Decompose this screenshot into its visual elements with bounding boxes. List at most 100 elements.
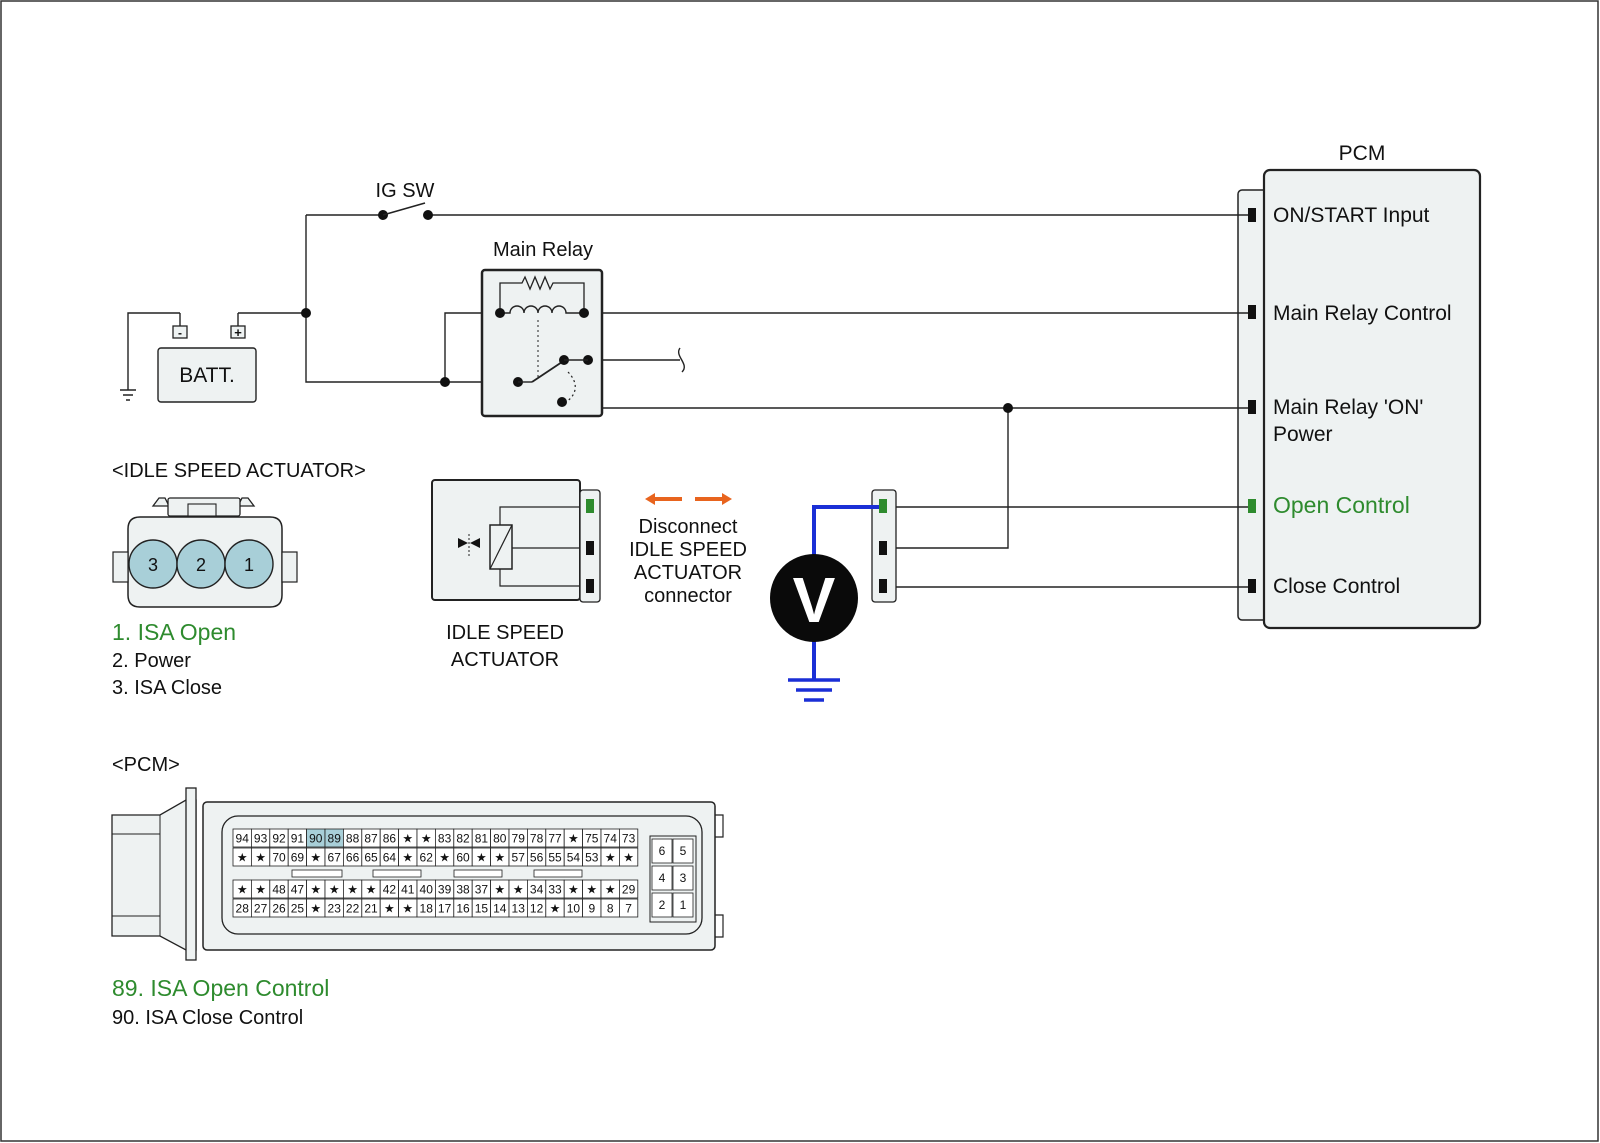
voltmeter: V bbox=[770, 505, 879, 702]
battery-minus-terminal bbox=[172, 325, 188, 339]
pcm-pin-label: 66 bbox=[346, 851, 360, 865]
pcm-pin-label: ★ bbox=[513, 883, 524, 897]
pin-label-power: Power bbox=[1273, 423, 1333, 446]
ig-switch: IG SW bbox=[376, 180, 435, 220]
ground-symbol bbox=[120, 389, 136, 401]
pcm-pin-label: 39 bbox=[438, 883, 452, 897]
pcm-pin-label: ★ bbox=[568, 883, 579, 897]
harness-pin bbox=[879, 541, 887, 555]
switch-contact bbox=[423, 210, 433, 220]
pcm-pin-label: ★ bbox=[605, 883, 616, 897]
pcm-pin-label: 77 bbox=[548, 832, 562, 846]
probe-ground-icon bbox=[788, 678, 840, 702]
pcm-pin-label: 28 bbox=[236, 902, 250, 916]
pcm-pin-label: 53 bbox=[585, 851, 599, 865]
pin-terminal bbox=[1248, 305, 1256, 319]
pin-label-open-control: Open Control bbox=[1273, 492, 1410, 518]
pcm-small-pin-label: 4 bbox=[659, 871, 666, 885]
voltmeter-symbol: V bbox=[793, 564, 836, 636]
pcm-pin-label: ★ bbox=[310, 883, 321, 897]
pcm-connector-title: <PCM> bbox=[112, 754, 180, 776]
pcm-pin-label: 10 bbox=[567, 902, 581, 916]
isa-side-rib bbox=[112, 551, 129, 583]
pcm-pin-label: 38 bbox=[456, 883, 470, 897]
isa-component-label-1: IDLE SPEED bbox=[446, 622, 564, 644]
isa-side-rib bbox=[281, 551, 298, 583]
pcm-pin-label: 7 bbox=[625, 902, 632, 916]
pcm-pin-label: ★ bbox=[237, 883, 248, 897]
pcm-pin-label: ★ bbox=[329, 883, 340, 897]
pcm-pin-cell bbox=[619, 828, 639, 848]
pcm-body bbox=[1262, 168, 1482, 630]
pcm-pin-label: 74 bbox=[604, 832, 618, 846]
pcm-pin-label: ★ bbox=[310, 902, 321, 916]
pcm-small-pin-cell bbox=[651, 865, 673, 891]
junction-dots bbox=[301, 308, 1013, 413]
pcm-pin-label: 41 bbox=[401, 883, 415, 897]
disconnect-note-1: Disconnect bbox=[639, 516, 738, 538]
pcm-pin-label: 89 bbox=[328, 832, 342, 846]
disconnect-indicator: Disconnect IDLE SPEED ACTUATOR connector bbox=[629, 493, 747, 607]
ig-sw-label: IG SW bbox=[376, 180, 435, 202]
main-relay: Main Relay bbox=[480, 239, 604, 418]
pcm-pin-label: 16 bbox=[456, 902, 470, 916]
isa-power-wire bbox=[888, 408, 1009, 549]
pcm-pin-label: 23 bbox=[328, 902, 342, 916]
pcm-pin-label: 91 bbox=[291, 832, 305, 846]
main-relay-label: Main Relay bbox=[493, 239, 593, 261]
pcm-pin-label: 55 bbox=[548, 851, 562, 865]
pcm-pin-label: 69 bbox=[291, 851, 305, 865]
junction-dot bbox=[301, 308, 311, 318]
pcm-connector-flange bbox=[185, 787, 197, 961]
isa-cavity-2-number: 2 bbox=[196, 555, 206, 575]
pcm-pin-label: ★ bbox=[494, 851, 505, 865]
relay-contact-dot bbox=[557, 397, 567, 407]
switch-blade bbox=[382, 202, 426, 216]
wire-break-mark bbox=[677, 347, 685, 373]
pcm-pin-label: 57 bbox=[512, 851, 526, 865]
pcm-key-slot bbox=[372, 869, 422, 878]
pcm-key-slot bbox=[453, 869, 503, 878]
isa-legend-2: 2. Power bbox=[112, 650, 191, 672]
pin-label-on-start-input: ON/START Input bbox=[1273, 204, 1430, 227]
pcm-pin-label: 64 bbox=[383, 851, 397, 865]
pcm-pin-label: 75 bbox=[585, 832, 599, 846]
pcm-pin-label: ★ bbox=[605, 851, 616, 865]
pcm-pin-label: 34 bbox=[530, 883, 544, 897]
pcm-pin-label: 29 bbox=[622, 883, 636, 897]
relay-contact-blade bbox=[531, 361, 563, 383]
pcm-pin-label: ★ bbox=[421, 832, 432, 846]
pcm-pin-cell bbox=[619, 879, 639, 899]
battery: - + BATT. bbox=[157, 325, 257, 403]
pin-terminal-highlight bbox=[1248, 499, 1256, 513]
relay-terminal-dot bbox=[495, 308, 505, 318]
voltmeter-body bbox=[770, 554, 858, 642]
pcm-pin-label: 79 bbox=[512, 832, 526, 846]
relay-resistor bbox=[499, 275, 585, 313]
isa-legend-1: 1. ISA Open bbox=[112, 619, 236, 645]
pcm-pin-label: 17 bbox=[438, 902, 452, 916]
pcm-pin-label: 54 bbox=[567, 851, 581, 865]
pcm-pin-label: 67 bbox=[328, 851, 342, 865]
pcm-pin-label: 47 bbox=[291, 883, 305, 897]
pcm-housing-clips bbox=[715, 814, 724, 938]
pcm-pin-label: 40 bbox=[420, 883, 434, 897]
isa-component: IDLE SPEED ACTUATOR bbox=[431, 479, 601, 671]
pcm-pin-label: 12 bbox=[530, 902, 544, 916]
isa-lock-window bbox=[187, 503, 217, 517]
pcm-pin-label: 25 bbox=[291, 902, 305, 916]
pcm-pin-label: ★ bbox=[255, 851, 266, 865]
pcm-pin-label: ★ bbox=[494, 883, 505, 897]
pcm-pin-label: ★ bbox=[402, 902, 413, 916]
pcm-pin-label: 92 bbox=[272, 832, 286, 846]
pcm-pin-label: 13 bbox=[512, 902, 526, 916]
pcm-small-pin-cell bbox=[651, 892, 673, 918]
battery-body bbox=[157, 347, 257, 403]
disconnect-note-4: connector bbox=[644, 585, 732, 607]
battery-plus-sign: + bbox=[234, 325, 242, 340]
pcm-pin-label: ★ bbox=[550, 902, 561, 916]
relay-terminal-dot bbox=[579, 308, 589, 318]
